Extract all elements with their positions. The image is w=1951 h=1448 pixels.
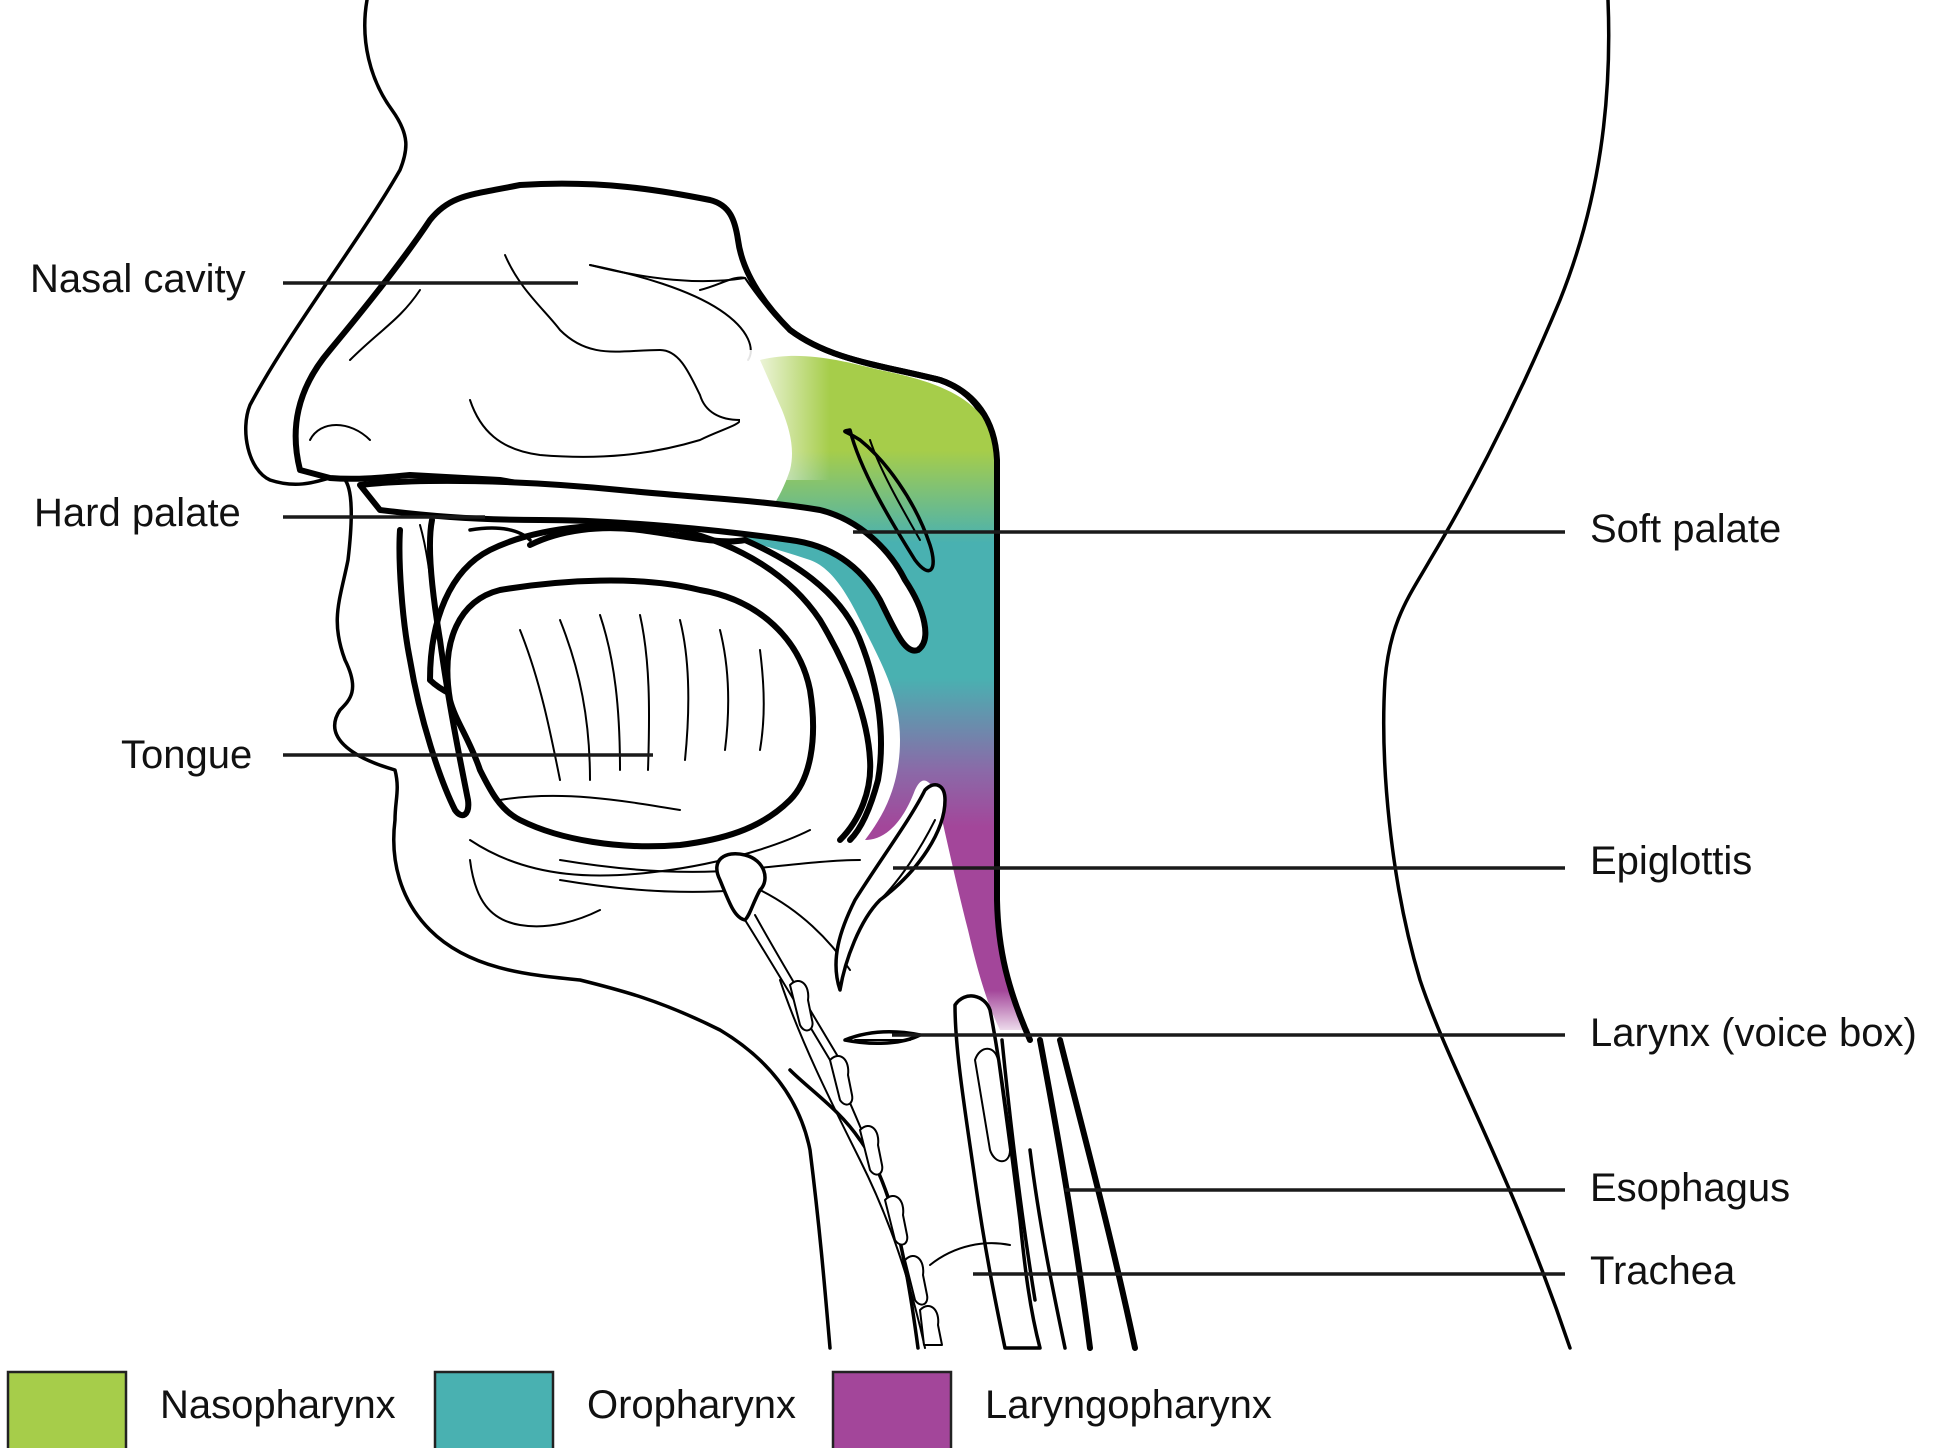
legend-label-nasopharynx: Nasopharynx xyxy=(160,1383,396,1427)
leader-lines xyxy=(283,281,1565,1276)
tongue xyxy=(444,577,817,877)
label-trachea: Trachea xyxy=(1590,1249,1736,1293)
label-larynx: Larynx (voice box) xyxy=(1590,1011,1917,1055)
label-hard-palate: Hard palate xyxy=(34,491,241,535)
label-soft-palate: Soft palate xyxy=(1590,507,1781,551)
legend-swatch-laryngopharynx xyxy=(831,1370,953,1448)
soft-palate xyxy=(357,428,935,654)
legend-swatch-oropharynx xyxy=(433,1370,555,1448)
label-nasal-cavity: Nasal cavity xyxy=(30,257,246,301)
legend-swatch-nasopharynx xyxy=(6,1370,128,1448)
legend-label-oropharynx: Oropharynx xyxy=(587,1383,796,1427)
legend-label-laryngopharynx: Laryngopharynx xyxy=(985,1383,1272,1427)
legend: Nasopharynx Oropharynx Laryngopharynx xyxy=(6,1370,1272,1448)
label-esophagus: Esophagus xyxy=(1590,1166,1790,1210)
label-tongue: Tongue xyxy=(121,733,252,777)
label-epiglottis: Epiglottis xyxy=(1590,839,1752,883)
